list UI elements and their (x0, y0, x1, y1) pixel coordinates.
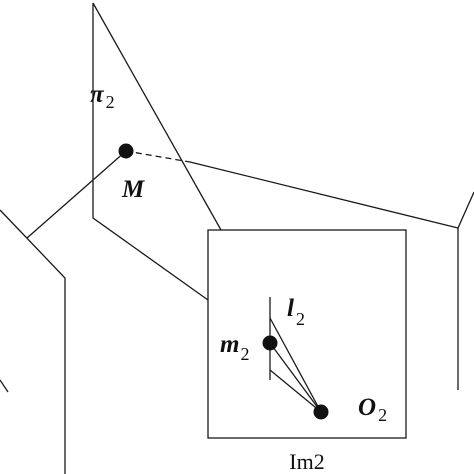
point-m (118, 143, 134, 159)
left-image-plane-bottom-edge (0, 379, 9, 393)
ray-m-dashed-segment (125, 150, 191, 163)
ray-m-to-left-camera (26, 150, 127, 239)
line-bottom-to-o2 (269, 369, 322, 413)
point-m2 (262, 335, 278, 351)
line-m2-to-o2 (269, 342, 322, 413)
left-image-plane (0, 209, 66, 474)
point-o2 (313, 404, 329, 420)
image-im2-frame (207, 229, 407, 439)
right-image-plane (457, 191, 474, 390)
label-m: M (121, 176, 145, 203)
plane-pi2-diagonal-edge (92, 2, 222, 231)
ray-m-to-right-image (189, 161, 459, 229)
plane-pi2-outline (92, 3, 209, 301)
label-m2: m2 (220, 331, 249, 364)
image-caption: Im2 (289, 449, 324, 474)
line-l2-top-to-o2 (269, 317, 322, 413)
